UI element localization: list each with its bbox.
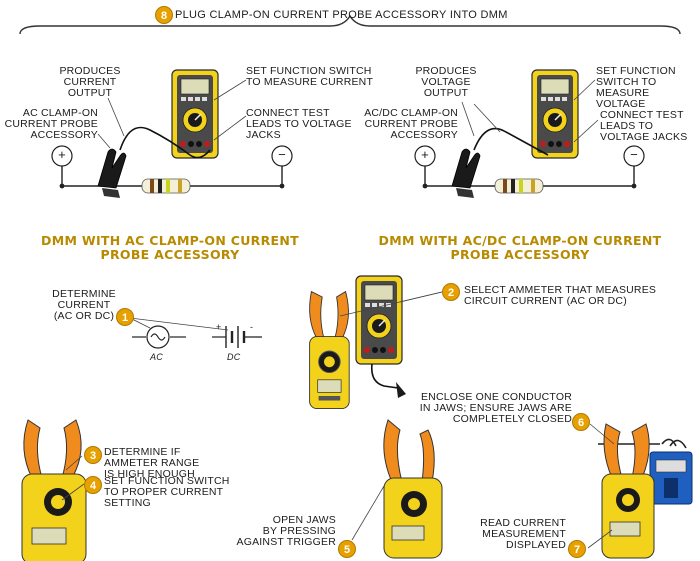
step5-badge: 5 — [338, 540, 356, 558]
step4-badge: 4 — [84, 476, 102, 494]
step6-badge: 6 — [572, 413, 590, 431]
title-step-badge: 8 — [155, 6, 173, 24]
step2-illustration — [309, 275, 443, 410]
step7-badge: 7 — [568, 540, 586, 558]
right-produces-label: PRODUCES VOLTAGE OUTPUT — [415, 65, 477, 99]
right-accessory-label: AC/DC CLAMP-ON CURRENT PROBE ACCESSORY — [364, 107, 458, 141]
right-dmm-meter — [531, 69, 579, 159]
step2-dmm-meter — [355, 275, 403, 365]
left-minus-sign: − — [278, 147, 286, 162]
right-minus-terminal — [623, 145, 645, 167]
left-resistor — [141, 178, 191, 194]
step3-badge: 3 — [84, 446, 102, 464]
step2-text: SELECT AMMETER THAT MEASURES CIRCUIT CUR… — [464, 284, 657, 307]
left-plus-sign: + — [58, 147, 66, 162]
step7-text: READ CURRENT MEASUREMENT DISPLAYED — [480, 517, 566, 551]
left-caption: DMM WITH AC CLAMP-ON CURRENT PROBE ACCES… — [41, 233, 299, 262]
step1-text: DETERMINE CURRENT (AC OR DC) — [52, 288, 116, 322]
right-minus-sign: − — [630, 147, 638, 162]
right-caption: DMM WITH AC/DC CLAMP-ON CURRENT PROBE AC… — [378, 233, 662, 262]
right-clamp-probe — [451, 148, 481, 199]
step1-badge: 1 — [116, 308, 134, 326]
step3-4-illustration — [21, 419, 87, 561]
step3-text: DETERMINE IF AMMETER RANGE IS HIGH ENOUG… — [104, 446, 200, 480]
left-plus-terminal — [51, 145, 73, 167]
left-circuit — [51, 69, 293, 199]
left-connect-label: CONNECT TEST LEADS TO VOLTAGE JACKS — [246, 107, 352, 141]
step6-text: ENCLOSE ONE CONDUCTOR IN JAWS; ENSURE JA… — [419, 391, 572, 425]
right-resistor — [494, 178, 544, 194]
left-set-function-label: SET FUNCTION SWITCH TO MEASURE CURRENT — [246, 65, 374, 88]
dc-plus-label: + — [216, 322, 222, 332]
step5-text: OPEN JAWS BY PRESSING AGAINST TRIGGER — [236, 514, 336, 548]
page-title: PLUG CLAMP-ON CURRENT PROBE ACCESSORY IN… — [175, 9, 508, 21]
left-produces-label: PRODUCES CURRENT OUTPUT — [59, 65, 121, 99]
ac-symbol-label: AC — [150, 352, 163, 362]
dc-minus-label: - — [250, 322, 254, 332]
left-accessory-label: AC CLAMP-ON CURRENT PROBE ACCESSORY — [4, 107, 98, 141]
left-clamp-probe — [97, 148, 127, 199]
right-connect-label: CONNECT TEST LEADS TO VOLTAGE JACKS — [600, 109, 688, 143]
step2-badge: 2 — [442, 283, 460, 301]
dc-battery-symbol — [225, 326, 246, 348]
dc-symbol-label: DC — [227, 352, 241, 362]
left-minus-terminal — [271, 145, 293, 167]
left-dmm-meter — [171, 69, 219, 159]
step5-illustration — [351, 419, 443, 559]
right-plus-terminal — [414, 145, 436, 167]
right-set-function-label: SET FUNCTION SWITCH TO MEASURE VOLTAGE — [596, 65, 676, 110]
right-circuit — [414, 69, 645, 199]
top-bracket — [19, 14, 681, 35]
right-plus-sign: + — [421, 147, 429, 162]
step2-clamp-meter — [309, 291, 350, 410]
ac-dc-symbols — [129, 317, 262, 349]
step6-7-illustration — [587, 423, 693, 559]
step4-text: SET FUNCTION SWITCH TO PROPER CURRENT SE… — [104, 475, 230, 509]
